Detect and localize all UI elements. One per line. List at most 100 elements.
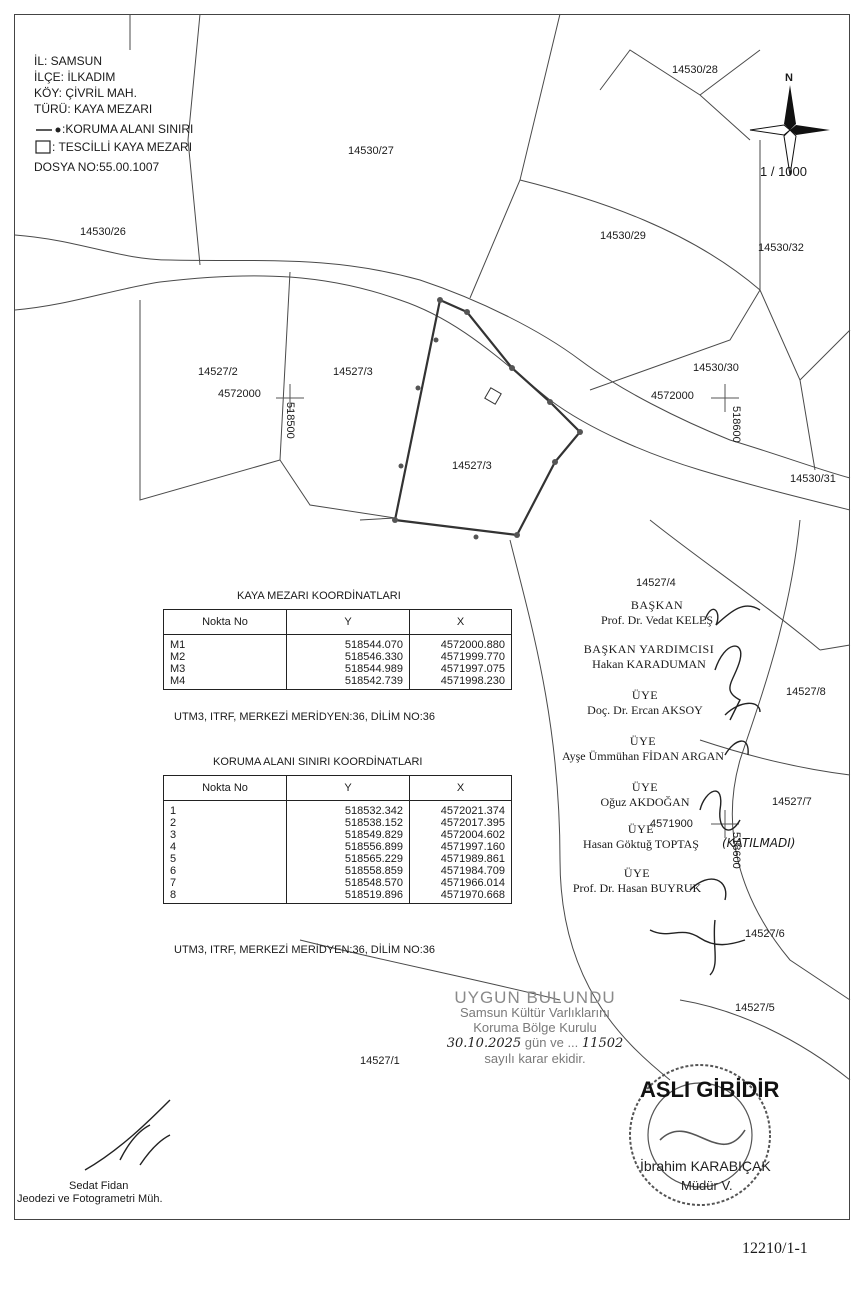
grid-label-y: 4571900	[650, 818, 693, 830]
approval-number: 11502	[581, 1036, 624, 1051]
cell: 518546.330	[344, 651, 403, 663]
cell: 518544.070	[344, 639, 403, 651]
council-member: ÜYE Prof. Dr. Hasan BUYRUK	[552, 866, 722, 896]
legend-tescilli: : TESCİLLİ KAYA MEZARI	[52, 140, 193, 154]
cell: 8	[170, 889, 177, 901]
approval-date: 30.10.2025	[446, 1036, 522, 1051]
cell: 4571984.709	[440, 865, 505, 877]
signature-4	[724, 740, 749, 756]
parcel-label: 14527/4	[636, 577, 676, 589]
cell: 518548.570	[344, 877, 403, 889]
official-title: Müdür V.	[681, 1178, 733, 1193]
approval-stamp: UYGUN BULUNDU Samsun Kültür Varlıklarını…	[410, 988, 660, 1066]
cell: M3	[170, 663, 186, 675]
parcel-line	[759, 289, 816, 471]
grid-label-x: 518500	[284, 402, 296, 439]
council-role: ÜYE	[631, 780, 659, 794]
council-role: ÜYE	[627, 822, 655, 836]
legend-turu: TÜRÜ: KAYA MEZARI	[34, 102, 153, 116]
signature-7	[649, 929, 746, 946]
parcel-line	[799, 329, 851, 381]
col-header: Y	[286, 609, 410, 635]
grid-label-y: 4572000	[218, 388, 261, 400]
official-seal-icon	[629, 1064, 771, 1206]
council-member: ÜYE Hasan Göktuğ TOPTAŞ	[556, 822, 726, 852]
council-role: BAŞKAN YARDIMCISI	[583, 642, 715, 656]
parcel-line	[649, 519, 821, 651]
parcel-line	[139, 271, 291, 501]
parcel-line	[509, 539, 671, 1081]
surveyor-signature	[84, 1099, 171, 1171]
cell: 4571966.014	[440, 877, 505, 889]
map-scale: 1 / 1000	[760, 164, 807, 179]
legend-koruma: :KORUMA ALANI SINIRI	[62, 122, 194, 136]
parcel-label: 14530/26	[80, 226, 126, 238]
cell: 4571998.230	[440, 675, 505, 687]
signature-3	[724, 702, 761, 716]
map-frame	[14, 14, 850, 1220]
council-role: ÜYE	[631, 688, 659, 702]
parcel-label: 14527/1	[360, 1055, 400, 1067]
council-role: ÜYE	[629, 734, 657, 748]
legend-koy: KÖY: ÇİVRİL MAH.	[34, 86, 137, 100]
signature-6	[689, 878, 727, 901]
col-header: X	[409, 775, 512, 801]
col-header: Y	[286, 775, 410, 801]
signature-8	[709, 919, 716, 976]
council-name: Doç. Dr. Ercan AKSOY	[587, 703, 703, 717]
cell: 4572021.374	[440, 805, 505, 817]
parcel-label: 14527/3	[333, 366, 373, 378]
official-name: İbrahim KARABIÇAK	[640, 1158, 771, 1174]
council-member: ÜYE Ayşe Ümmühan FİDAN ARGAN	[558, 734, 728, 764]
council-name: Prof. Dr. Vedat KELEŞ	[600, 613, 714, 627]
surveyor-name: Sedat Fidan	[69, 1180, 129, 1192]
koruma-coordinates-table: Nokta No Y X 1 2 3 4 5 6 7 8 518532.342 …	[163, 775, 512, 904]
cell: 4571989.861	[440, 853, 505, 865]
cell: 518565.229	[344, 853, 403, 865]
parcel-label: 14527/3	[452, 460, 492, 472]
council-member: BAŞKAN YARDIMCISI Hakan KARADUMAN	[574, 642, 724, 672]
council-role: BAŞKAN	[630, 598, 684, 612]
table-row: M1 M2 M3 M4 518544.070 518546.330 518544…	[163, 634, 512, 690]
parcel-label: 14527/6	[745, 928, 785, 940]
cell: 518549.829	[344, 829, 403, 841]
legend-dosya: DOSYA NO:55.00.1007	[34, 160, 160, 174]
col-header: X	[409, 609, 512, 635]
parcel-line	[599, 49, 751, 141]
parcel-label: 14527/7	[772, 796, 812, 808]
cell: 4	[170, 841, 177, 853]
approval-head: UYGUN BULUNDU	[454, 988, 616, 1007]
col-header: Nokta No	[163, 775, 287, 801]
council-role: ÜYE	[623, 866, 651, 880]
council-member: ÜYE Doç. Dr. Ercan AKSOY	[560, 688, 730, 718]
parcel-label: 14530/28	[672, 64, 718, 76]
parcel-label: 14530/30	[693, 362, 739, 374]
cell: 4571997.075	[440, 663, 505, 675]
parcel-line	[679, 999, 851, 1081]
signature-2	[714, 645, 742, 721]
council-name: Ayşe Ümmühan FİDAN ARGAN	[562, 749, 724, 763]
cell: 6	[170, 865, 177, 877]
cell: 4571999.770	[440, 651, 505, 663]
grid-label-x: 518600	[730, 406, 742, 443]
parcel-line	[279, 459, 396, 521]
council-name: Hakan KARADUMAN	[592, 657, 706, 671]
surveyor-title: Jeodezi ve Fotogrametri Müh.	[17, 1193, 163, 1205]
parcel-line	[469, 13, 561, 299]
koruma-table-caption: UTM3, ITRF, MERKEZİ MERİDYEN:36, DİLİM N…	[174, 944, 435, 956]
north-label: N	[785, 72, 793, 84]
parcel-label: 14530/27	[348, 145, 394, 157]
parcel-line	[699, 739, 851, 776]
kaya-table-title: KAYA MEZARI KOORDİNATLARI	[237, 590, 401, 602]
certified-copy: ASLI GİBİDİR	[640, 1077, 780, 1102]
legend-ilce: İLÇE: İLKADIM	[34, 70, 116, 84]
cell: 4571997.160	[440, 841, 505, 853]
document-number: 12210/1-1	[742, 1240, 808, 1257]
koruma-table-title: KORUMA ALANI SINIRI KOORDİNATLARI	[213, 756, 423, 768]
cell: 1	[170, 805, 177, 817]
protection-area-boundary	[393, 298, 582, 537]
cell: M4	[170, 675, 186, 687]
signature-1	[704, 605, 761, 626]
council-member: BAŞKAN Prof. Dr. Vedat KELEŞ	[582, 598, 732, 628]
parcel-label: 14530/32	[758, 242, 804, 254]
